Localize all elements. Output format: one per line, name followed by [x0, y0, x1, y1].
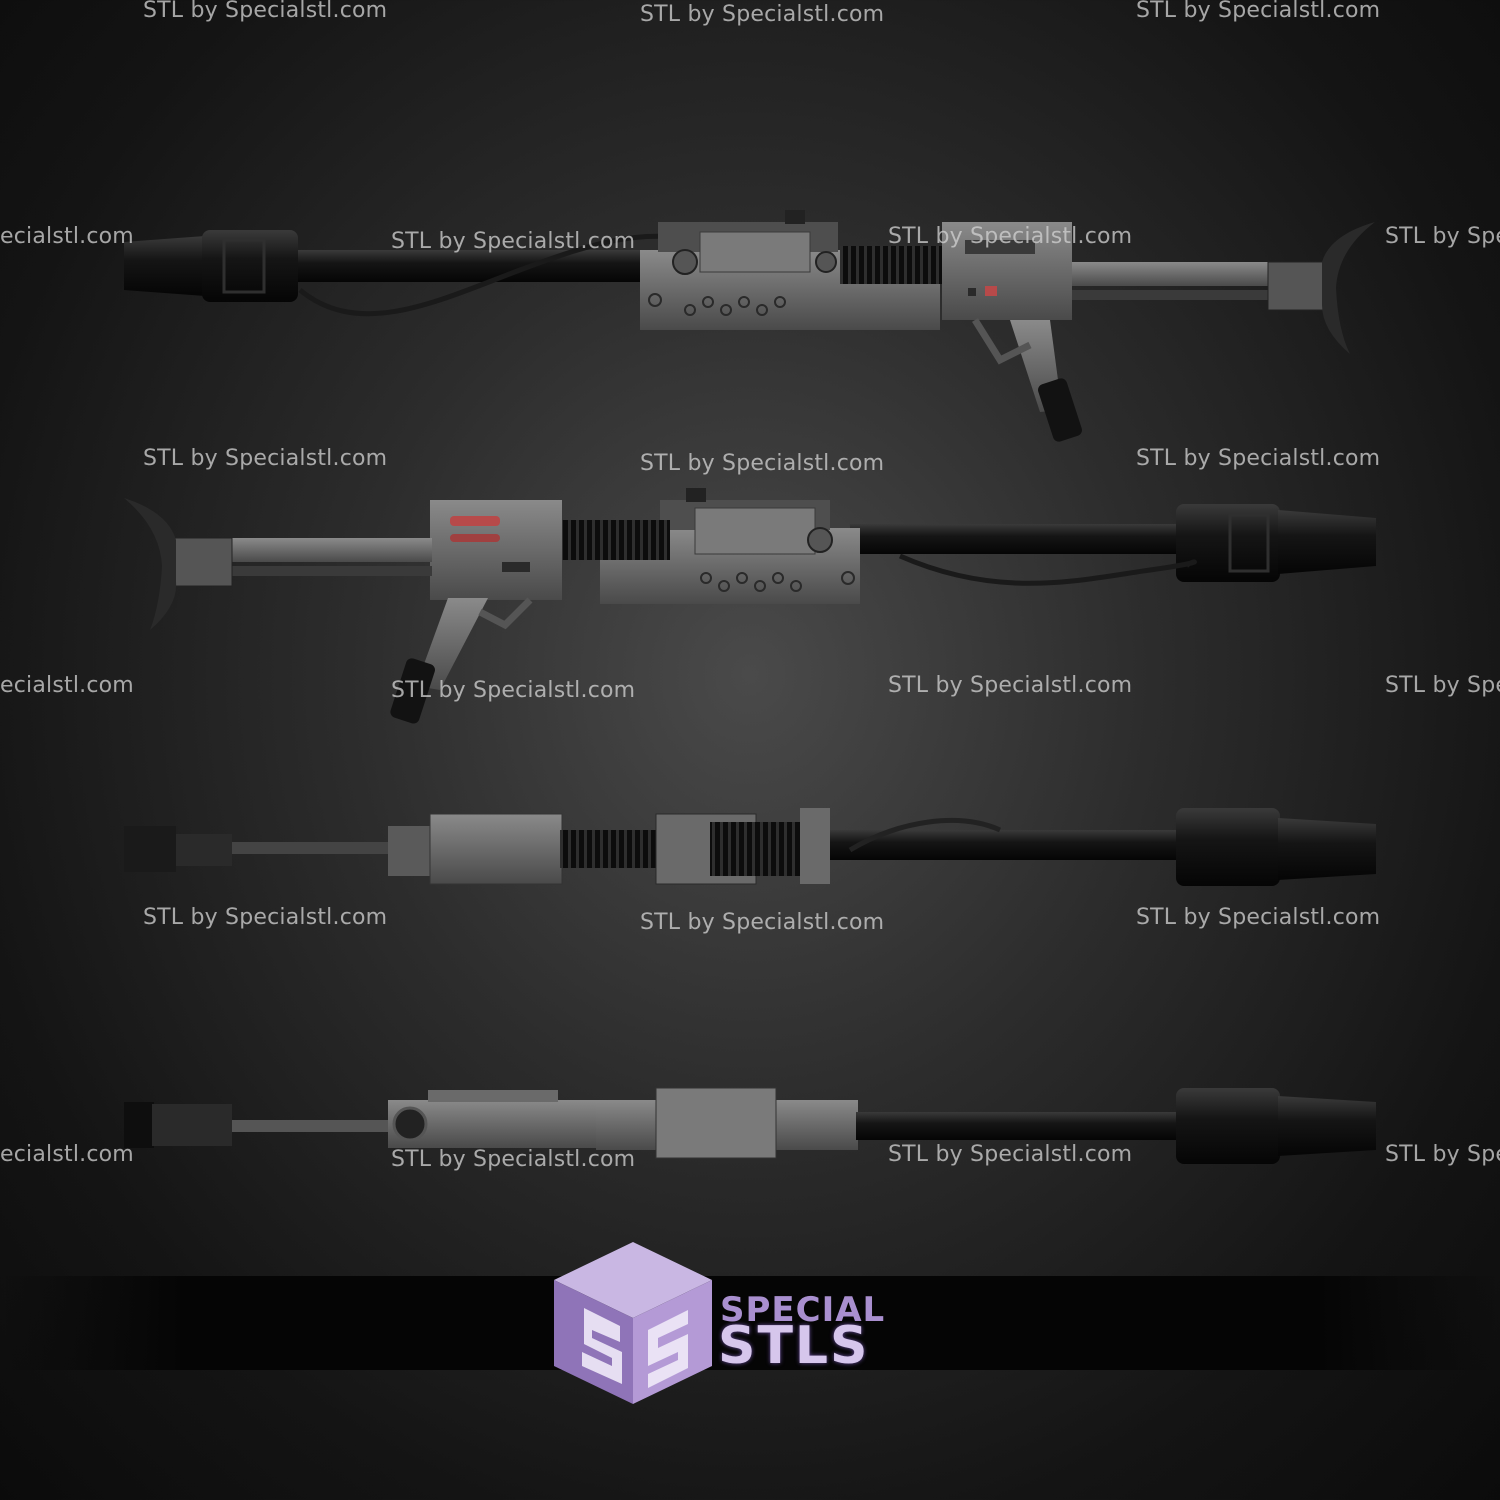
watermark-text: STL by Specialstl.com: [640, 451, 885, 476]
watermark-text: STL by Specialstl.com: [1136, 905, 1381, 930]
watermark-text: STL by Specialstl.com: [1136, 446, 1381, 471]
watermark-text: ecialstl.com: [0, 224, 134, 249]
watermark-text: STL by Specialstl.com: [391, 678, 636, 703]
watermark-text: STL by Specialstl.com: [888, 673, 1133, 698]
watermark-text: STL by Specialstl.com: [143, 0, 388, 23]
watermark-text: STL by Specialstl.com: [888, 224, 1133, 249]
special-stls-logo-cube: [554, 1242, 712, 1404]
watermark-text: STL by Specialstl.com: [888, 1142, 1133, 1167]
watermark-text: STL by Specialstl.com: [391, 1147, 636, 1172]
watermark-text: STL by Specialstl.com: [1136, 0, 1381, 23]
watermark-text: STL by Specialstl.com: [143, 905, 388, 930]
right-side-view: [124, 488, 1376, 724]
watermark-text: ecialstl.com: [0, 1142, 134, 1167]
watermark-text: STL by Spe: [1385, 1142, 1500, 1167]
watermark-text: STL by Specialstl.com: [391, 229, 636, 254]
watermark-text: STL by Specialstl.com: [143, 446, 388, 471]
watermark-text: STL by Spe: [1385, 224, 1500, 249]
watermark-text: STL by Specialstl.com: [640, 910, 885, 935]
logo-text-special: Special: [720, 1290, 886, 1330]
left-side-view: [124, 210, 1375, 442]
watermark-text: ecialstl.com: [0, 673, 134, 698]
bottom-view: [124, 1087, 1376, 1164]
watermark-text: STL by Spe: [1385, 673, 1500, 698]
watermark-text: STL by Specialstl.com: [640, 2, 885, 27]
top-view: [124, 808, 1376, 886]
logo-text-stls: STLS: [718, 1316, 870, 1376]
logo-banner: [0, 1276, 1500, 1370]
